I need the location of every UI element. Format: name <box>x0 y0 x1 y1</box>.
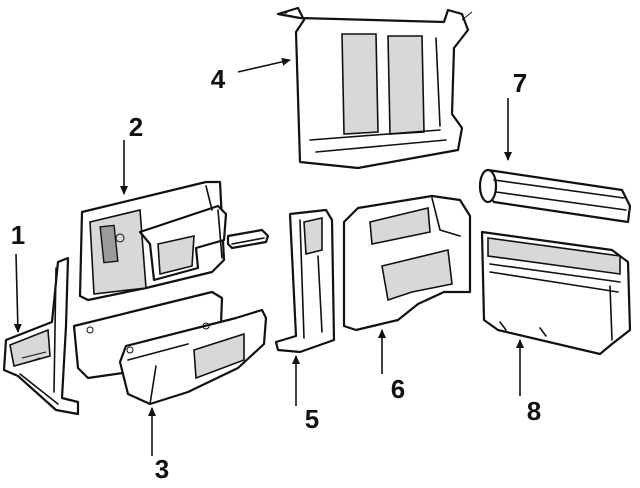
callout-4: 4 <box>211 64 226 94</box>
leader-1 <box>13 253 22 333</box>
armrest-insert <box>226 228 270 250</box>
callout-1: 1 <box>11 220 25 250</box>
part-5-pillar-trim <box>274 208 336 354</box>
leader-4 <box>237 57 291 73</box>
callout-2: 2 <box>129 112 143 142</box>
part-1-side-panel <box>2 256 80 416</box>
part-3-lower-pocket <box>72 290 268 406</box>
part-2-door-panel <box>78 180 228 302</box>
callout-3: 3 <box>155 454 169 484</box>
callout-8: 8 <box>527 396 541 426</box>
callout-6: 6 <box>391 374 405 404</box>
callout-5: 5 <box>305 404 319 434</box>
callout-7: 7 <box>513 68 527 98</box>
part-8-rear-panel <box>480 230 632 356</box>
part-6-quarter-panel <box>342 194 472 332</box>
part-4-upper-trim <box>276 6 473 170</box>
part-7-header-roll <box>478 168 632 224</box>
